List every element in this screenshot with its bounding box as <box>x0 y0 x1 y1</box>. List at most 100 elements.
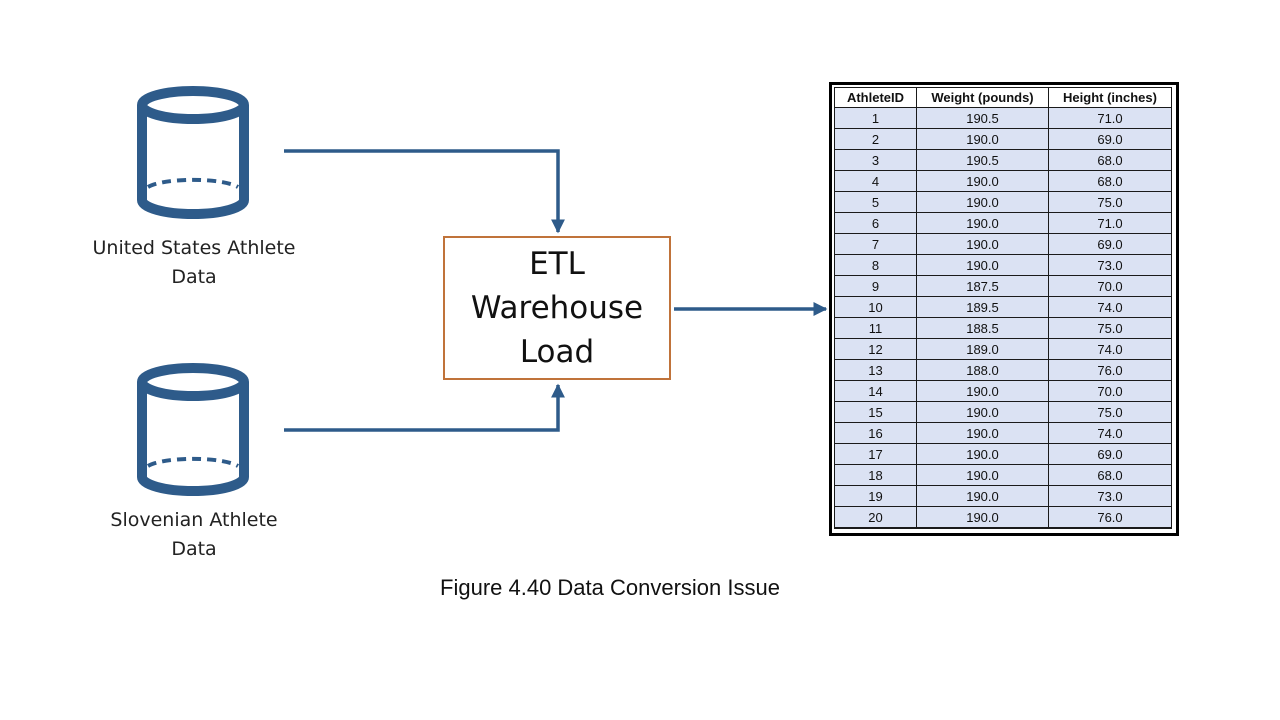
cell-height: 69.0 <box>1048 233 1172 255</box>
athlete-data-table: AthleteID Weight (pounds) Height (inches… <box>834 87 1172 529</box>
cell-height: 74.0 <box>1048 422 1172 444</box>
cell-athlete-id: 15 <box>834 401 917 423</box>
cell-athlete-id: 1 <box>834 107 917 129</box>
cell-weight: 190.0 <box>916 401 1049 423</box>
table-header-row: AthleteID Weight (pounds) Height (inches… <box>834 87 1172 108</box>
cell-weight: 189.5 <box>916 296 1049 318</box>
column-header-athlete-id: AthleteID <box>834 87 917 108</box>
cell-height: 74.0 <box>1048 296 1172 318</box>
us-to-etl-arrow <box>284 149 565 234</box>
cell-height: 69.0 <box>1048 128 1172 150</box>
cell-height: 73.0 <box>1048 485 1172 507</box>
etl-line-1: ETL <box>529 246 585 282</box>
cell-athlete-id: 10 <box>834 296 917 318</box>
cell-weight: 190.5 <box>916 107 1049 129</box>
cell-weight: 190.0 <box>916 422 1049 444</box>
cell-weight: 190.0 <box>916 254 1049 276</box>
etl-warehouse-load-box: ETL Warehouse Load <box>443 236 671 380</box>
cell-height: 75.0 <box>1048 317 1172 339</box>
column-header-height: Height (inches) <box>1048 87 1172 108</box>
cell-weight: 190.5 <box>916 149 1049 171</box>
cell-athlete-id: 19 <box>834 485 917 507</box>
cell-weight: 190.0 <box>916 233 1049 255</box>
cell-weight: 190.0 <box>916 443 1049 465</box>
cell-height: 68.0 <box>1048 464 1172 486</box>
slovenian-database-icon <box>137 363 249 496</box>
cell-athlete-id: 7 <box>834 233 917 255</box>
cell-weight: 190.0 <box>916 485 1049 507</box>
cell-height: 75.0 <box>1048 191 1172 213</box>
cell-athlete-id: 14 <box>834 380 917 402</box>
cell-height: 68.0 <box>1048 149 1172 171</box>
slovenian-to-etl-arrow <box>284 383 565 432</box>
cell-height: 74.0 <box>1048 338 1172 360</box>
cell-height: 70.0 <box>1048 275 1172 297</box>
cell-athlete-id: 8 <box>834 254 917 276</box>
column-header-weight: Weight (pounds) <box>916 87 1049 108</box>
cell-athlete-id: 9 <box>834 275 917 297</box>
slovenian-athlete-data-label: Slovenian Athlete Data <box>110 509 278 560</box>
cell-height: 69.0 <box>1048 443 1172 465</box>
cell-height: 75.0 <box>1048 401 1172 423</box>
cell-weight: 190.0 <box>916 506 1049 529</box>
cell-weight: 190.0 <box>916 170 1049 192</box>
cell-height: 68.0 <box>1048 170 1172 192</box>
cell-height: 73.0 <box>1048 254 1172 276</box>
cell-height: 70.0 <box>1048 380 1172 402</box>
cell-athlete-id: 12 <box>834 338 917 360</box>
cell-athlete-id: 2 <box>834 128 917 150</box>
cell-weight: 189.0 <box>916 338 1049 360</box>
figure-caption: Figure 4.40 Data Conversion Issue <box>440 575 780 600</box>
cell-weight: 190.0 <box>916 464 1049 486</box>
cell-athlete-id: 6 <box>834 212 917 234</box>
cell-athlete-id: 11 <box>834 317 917 339</box>
cell-height: 76.0 <box>1048 359 1172 381</box>
athlete-table-frame: AthleteID Weight (pounds) Height (inches… <box>829 82 1179 536</box>
cell-weight: 188.5 <box>916 317 1049 339</box>
cell-weight: 190.0 <box>916 380 1049 402</box>
cell-athlete-id: 18 <box>834 464 917 486</box>
cell-athlete-id: 5 <box>834 191 917 213</box>
cell-athlete-id: 13 <box>834 359 917 381</box>
cell-athlete-id: 17 <box>834 443 917 465</box>
cell-athlete-id: 16 <box>834 422 917 444</box>
cell-athlete-id: 3 <box>834 149 917 171</box>
us-athlete-data-label: United States Athlete Data <box>92 237 296 288</box>
cell-weight: 190.0 <box>916 128 1049 150</box>
cell-athlete-id: 20 <box>834 506 917 529</box>
us-database-icon <box>137 86 249 219</box>
cell-height: 71.0 <box>1048 107 1172 129</box>
cell-weight: 190.0 <box>916 191 1049 213</box>
etl-line-3: Load <box>519 334 595 370</box>
cell-athlete-id: 4 <box>834 170 917 192</box>
cell-height: 76.0 <box>1048 506 1172 529</box>
etl-line-2: Warehouse <box>470 290 644 326</box>
cell-weight: 187.5 <box>916 275 1049 297</box>
cell-weight: 188.0 <box>916 359 1049 381</box>
cell-height: 71.0 <box>1048 212 1172 234</box>
cell-weight: 190.0 <box>916 212 1049 234</box>
